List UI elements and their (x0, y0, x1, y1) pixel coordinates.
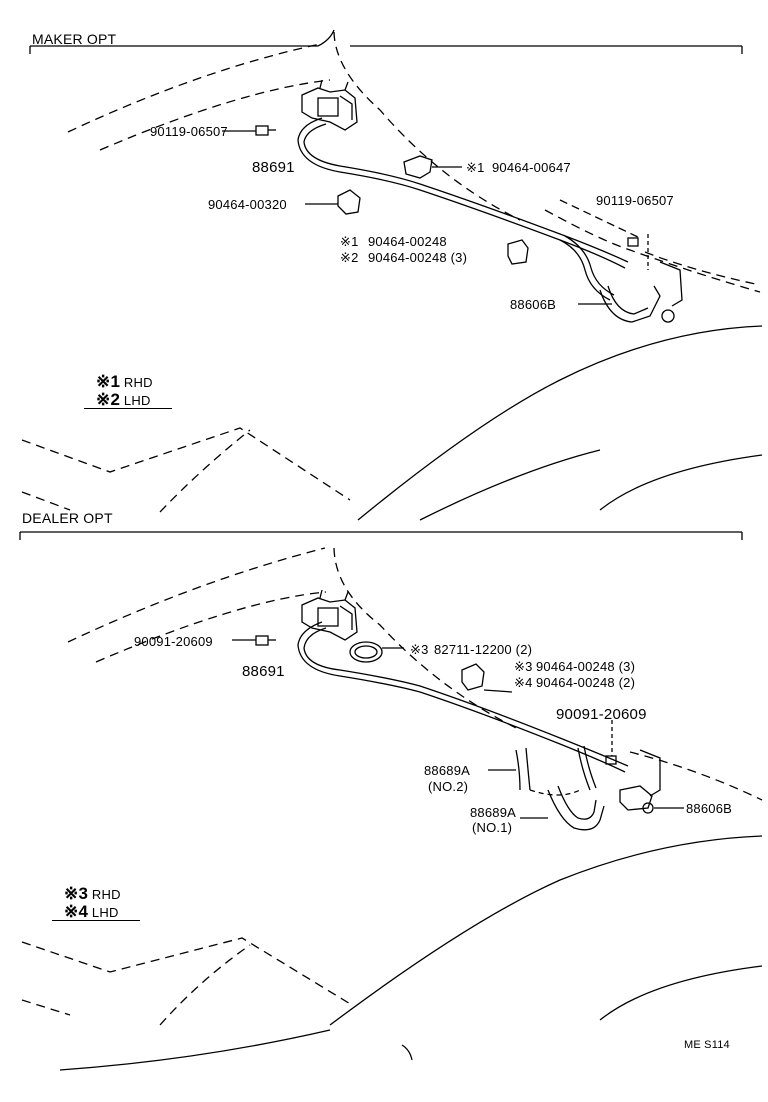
maker-legend-1: ※1 RHD (96, 372, 153, 391)
maker-clamp-a-label: 90464-00248 (368, 234, 447, 249)
dealer-body-outline (21, 547, 763, 1026)
dealer-clamp-ring (349, 641, 404, 663)
maker-clamp-b-mark: ※2 (340, 250, 359, 265)
dealer-clip-a-label: 90464-00248 (3) (536, 659, 636, 674)
dealer-clamp-mark: ※3 (410, 642, 429, 657)
dealer-hose (297, 621, 629, 791)
dealer-legend-underline (52, 920, 140, 921)
dealer-hose-no1-sub: (NO.1) (472, 820, 513, 835)
maker-legend-2: ※2 LHD (96, 390, 151, 409)
dealer-clamp-label: 82711-12200 (2) (434, 642, 533, 657)
maker-clip-left (305, 189, 361, 215)
maker-clip-mid-mark: ※1 (466, 160, 485, 175)
dealer-frame (19, 531, 743, 540)
maker-pump-assy (301, 79, 358, 131)
maker-body-solid (357, 325, 763, 521)
dealer-bracket-label: 88606B (686, 801, 733, 816)
maker-clamp (507, 239, 529, 265)
maker-legend-underline (84, 408, 172, 409)
dealer-legend-1: ※3 RHD (64, 884, 121, 903)
dealer-clip (461, 663, 513, 693)
dealer-bolt-left (232, 635, 276, 646)
maker-frame (29, 29, 743, 54)
dealer-hose-no2-sub: (NO.2) (428, 779, 469, 794)
maker-bolt-right-label: 90119-06507 (596, 193, 674, 208)
maker-clamp-a-mark: ※1 (340, 234, 359, 249)
dealer-right-assy (605, 720, 684, 814)
maker-bolt-left-label: 90119-06507 (150, 124, 228, 139)
maker-bracket-label: 88606B (510, 297, 557, 312)
maker-right-assy (559, 199, 683, 323)
dealer-legend-2: ※4 LHD (64, 902, 119, 921)
maker-clamp-b-label: 90464-00248 (3) (368, 250, 468, 265)
maker-clip-mid (403, 155, 462, 179)
maker-clip-left-label: 90464-00320 (208, 197, 287, 212)
footer-code: ME S114 (684, 1039, 730, 1051)
maker-clip-mid-label: 90464-00647 (492, 160, 571, 175)
dealer-pump-assy (301, 589, 358, 641)
dealer-body-solid (59, 835, 763, 1071)
maker-section-title: MAKER OPT (32, 31, 117, 47)
maker-hose-label: 88691 (252, 159, 295, 176)
dealer-bolt-left-label: 90091-20609 (134, 634, 213, 649)
dealer-clip-b-mark: ※4 (514, 675, 533, 690)
dealer-bolt-right-label: 90091-20609 (556, 706, 647, 723)
dealer-hose-label: 88691 (242, 663, 285, 680)
maker-bolt-left (222, 125, 276, 136)
dealer-clip-a-mark: ※3 (514, 659, 533, 674)
dealer-hose-no1 (520, 785, 605, 831)
dealer-section-title: DEALER OPT (22, 510, 113, 526)
maker-hose (297, 117, 629, 301)
dealer-hose-no2 (488, 747, 581, 796)
dealer-clip-b-label: 90464-00248 (2) (536, 675, 636, 690)
dealer-hose-no1-label: 88689A (470, 805, 517, 820)
maker-body-outline (21, 31, 761, 513)
dealer-hose-no2-label: 88689A (424, 763, 471, 778)
